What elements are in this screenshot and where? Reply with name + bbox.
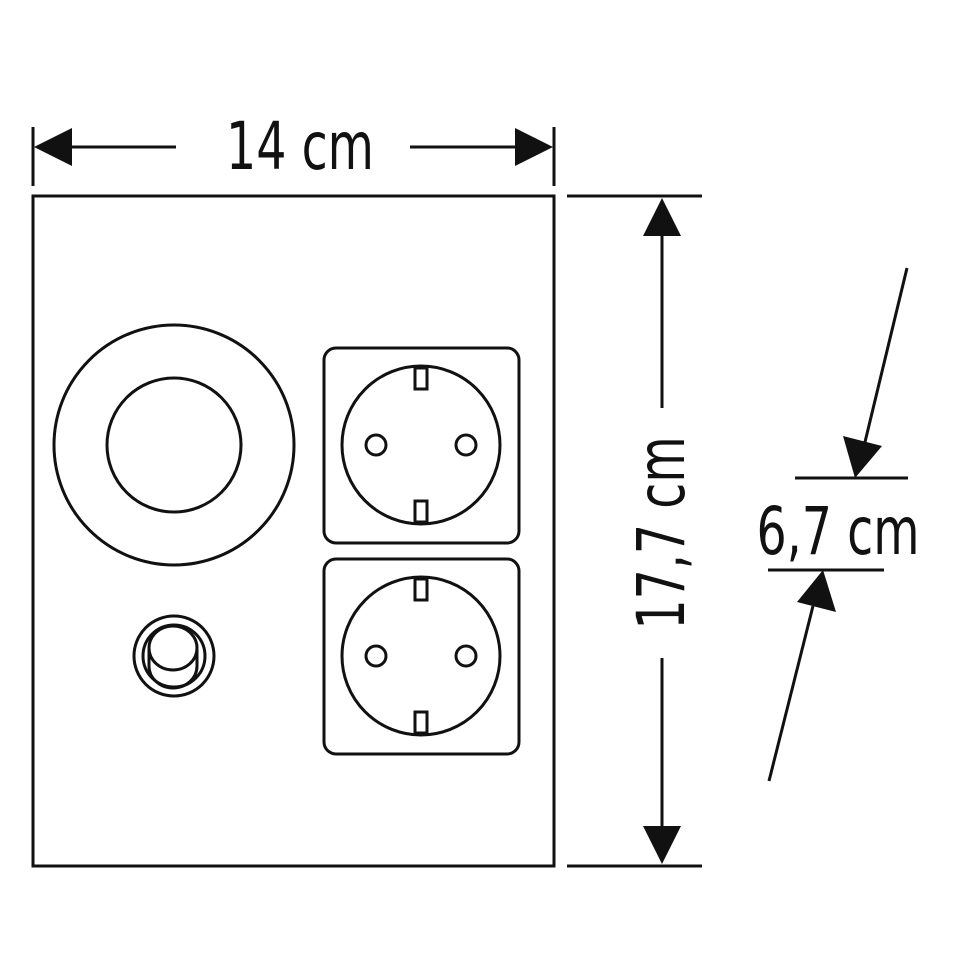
depth-label: 6,7 cm — [756, 493, 919, 570]
depth-leader-top — [863, 267, 909, 443]
socket-top-pin-right — [454, 433, 478, 457]
socket-bottom-frame — [322, 557, 521, 756]
width-dimension: 14 cm — [31, 108, 556, 186]
depth-dimension: 6,7 cm — [756, 267, 920, 782]
width-label: 14 cm — [226, 108, 374, 185]
schuko-socket-top — [322, 346, 521, 545]
height-dimension: 17,7 cm — [567, 194, 702, 868]
socket-bottom-earth-clip-lower — [413, 710, 429, 735]
push-button-cap-side — [147, 650, 199, 690]
height-label: 17,7 cm — [623, 436, 700, 629]
height-arrow-down-icon — [643, 826, 681, 864]
socket-top-earth-clip-lower — [413, 499, 429, 524]
depth-arrow-down-icon — [843, 436, 882, 478]
width-arrow-left-icon — [34, 128, 72, 166]
schuko-socket-bottom — [322, 557, 521, 756]
round-light-fixture — [52, 323, 296, 567]
socket-top-frame — [322, 346, 521, 545]
socket-bottom-earth-clip-upper — [413, 577, 429, 602]
socket-bottom-face — [340, 575, 502, 737]
round-light-lens — [105, 376, 243, 514]
push-button-cap-top — [147, 624, 199, 672]
socket-bottom-pin-right — [454, 644, 478, 668]
depth-leader-bottom — [767, 605, 815, 782]
push-button-outer-ring — [132, 614, 216, 698]
socket-top-face — [340, 364, 502, 526]
depth-arrow-up-icon — [797, 570, 836, 612]
height-arrow-up-icon — [643, 198, 681, 236]
width-arrow-right-icon — [515, 128, 553, 166]
socket-top-pin-left — [364, 433, 388, 457]
socket-top-earth-clip-upper — [413, 366, 429, 391]
front-plate — [31, 194, 556, 868]
round-light-outer-ring — [52, 323, 296, 567]
socket-bottom-pin-left — [364, 644, 388, 668]
push-button-switch — [132, 614, 216, 698]
